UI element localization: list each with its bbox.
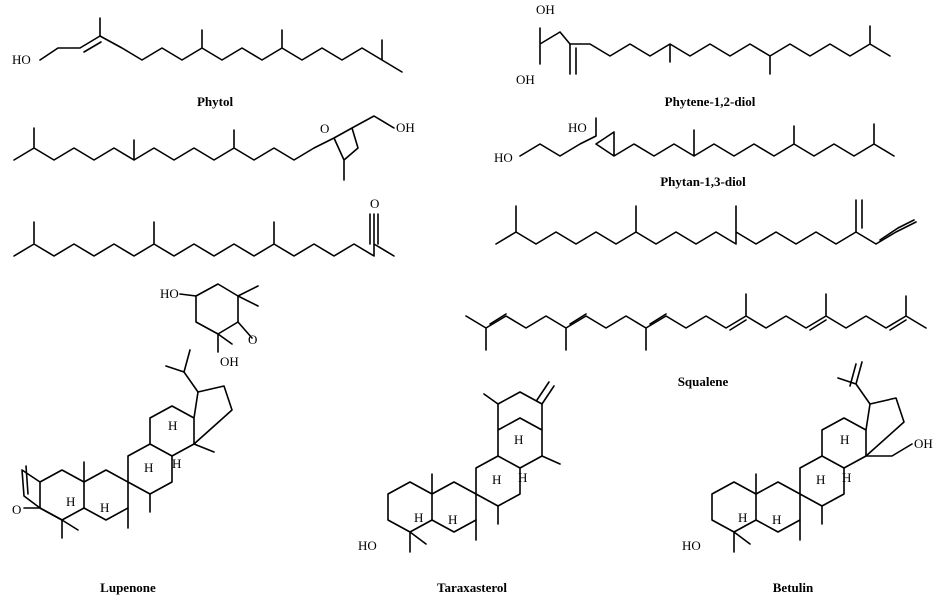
taraxasterol-h5: H: [518, 470, 527, 485]
taraxasterol-h1: H: [448, 512, 457, 527]
diene-vinyl-double: [879, 219, 915, 241]
ketone-o-label: O: [370, 196, 379, 211]
phytene-diol-name: Phytene-1,2-diol: [665, 94, 756, 109]
lupenone-h1: H: [100, 500, 109, 515]
lupenone-h4: H: [168, 418, 177, 433]
diene-chain: [495, 205, 917, 245]
cyclohexanone-substituents: [179, 285, 259, 353]
phytol-chain: [39, 29, 403, 73]
phytene-diol-structure: OH OH Phytene-1,2-diol: [516, 2, 891, 109]
epoxide-o-label: O: [320, 121, 329, 136]
ketone-chain: [13, 213, 395, 257]
lupenone-name: Lupenone: [100, 580, 156, 595]
lupenone-h3: H: [144, 460, 153, 475]
taraxasterol-ho-label: HO: [358, 538, 377, 553]
cyclohexanone-structure: HO O OH: [160, 283, 259, 369]
betulin-methyls: [733, 473, 823, 553]
phytene-diol-oh2: OH: [516, 72, 535, 87]
epoxide-oh-label: OH: [396, 120, 415, 135]
phytol-double-bond: [83, 41, 102, 53]
taraxasterol-rings: [387, 391, 543, 533]
lupenone-enone: [21, 465, 79, 539]
phytene-diol-oh1: OH: [536, 2, 555, 17]
cyclohexanone-oh-label: OH: [220, 354, 239, 369]
cyclohexanone-ho-label: HO: [160, 286, 179, 301]
squalene-chain: [465, 293, 927, 351]
squalene-name: Squalene: [678, 374, 729, 389]
betulin-oh-label: OH: [914, 436, 933, 451]
betulin-h4: H: [840, 432, 849, 447]
taraxasterol-methylene: [536, 381, 555, 405]
betulin-isopropenyl: [837, 361, 871, 405]
phytan-diol-structure: HO HO Phytan-1,3-diol: [494, 117, 895, 189]
betulin-hydroxymethyl: [865, 443, 913, 457]
betulin-h2: H: [738, 510, 747, 525]
squalene-double-bonds: [489, 313, 907, 331]
betulin-structure: HO OH H H H H H Betulin: [682, 361, 933, 595]
lupenone-h5: H: [172, 456, 181, 471]
betulin-h1: H: [772, 512, 781, 527]
taraxasterol-h4: H: [514, 432, 523, 447]
taraxasterol-h2: H: [414, 510, 423, 525]
cyclohexanone-ring: [195, 283, 239, 335]
taraxasterol-h3: H: [492, 472, 501, 487]
taraxasterol-structure: HO H H H H H Taraxasterol: [358, 381, 561, 595]
epoxide-chain: [13, 115, 395, 181]
lupenone-o-label: O: [12, 502, 21, 517]
phytol-ho-label: HO: [12, 52, 31, 67]
taraxasterol-name: Taraxasterol: [437, 580, 507, 595]
phytol-structure: HO Phytol: [12, 17, 403, 109]
phytene-diol-methylene: [569, 43, 577, 75]
lupenone-structure: O H H H H H Lupenone: [12, 349, 233, 595]
lupenone-methyls: [83, 443, 215, 529]
betulin-name: Betulin: [773, 580, 814, 595]
taraxasterol-methyls: [409, 393, 561, 553]
lupenone-isopropyl: [165, 349, 199, 393]
phytan-diol-ho-left: HO: [494, 150, 513, 165]
ketone-carbonyl: [369, 213, 379, 245]
phytene-diol-chain: [539, 25, 891, 75]
phytol-name: Phytol: [197, 94, 234, 109]
epoxide-structure: O OH: [13, 115, 415, 181]
phytan-diol-ho-top: HO: [568, 120, 587, 135]
ketone-structure: O: [13, 196, 395, 257]
betulin-ho-label: HO: [682, 538, 701, 553]
phytan-diol-name: Phytan-1,3-diol: [660, 174, 746, 189]
cyclohexanone-o-label: O: [248, 332, 257, 347]
lupenone-h2: H: [66, 494, 75, 509]
squalene-structure: Squalene: [465, 293, 927, 389]
diene-methylene: [855, 199, 863, 233]
betulin-h5: H: [842, 470, 851, 485]
phytan-diol-chain: [519, 117, 895, 157]
betulin-h3: H: [816, 472, 825, 487]
diene-structure: [495, 199, 917, 245]
